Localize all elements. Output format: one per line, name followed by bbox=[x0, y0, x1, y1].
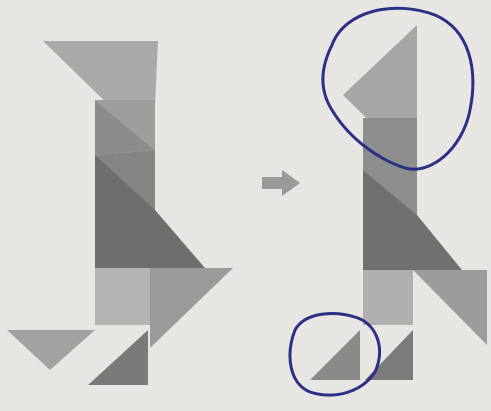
right-arrow-icon bbox=[262, 170, 300, 196]
rearranged-tangram-figure bbox=[310, 25, 487, 380]
left-foot-triangle bbox=[7, 330, 95, 370]
left-square bbox=[95, 268, 150, 325]
left-arm-triangle bbox=[150, 268, 233, 348]
right-square bbox=[363, 270, 413, 325]
left-bottom-triangle bbox=[88, 330, 148, 385]
right-foot-left-triangle bbox=[310, 330, 360, 380]
right-arm-triangle bbox=[413, 270, 487, 345]
original-tangram-figure bbox=[7, 41, 233, 385]
ink-circle-bottom bbox=[290, 314, 380, 396]
right-foot-right-triangle bbox=[365, 330, 413, 380]
